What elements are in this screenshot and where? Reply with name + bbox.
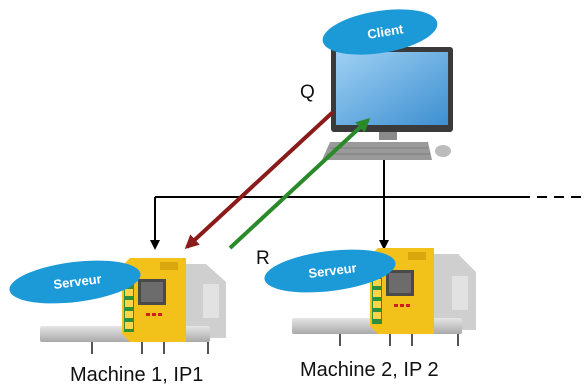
machine1-server-bubble: Serveur xyxy=(9,260,141,304)
client-marker-q: Q xyxy=(300,82,315,103)
machine1-caption: Machine 1, IP1 xyxy=(70,364,203,386)
machine2-housing xyxy=(426,254,476,330)
keyboard xyxy=(322,142,432,160)
client-label: Client xyxy=(366,21,405,42)
monitor-stand xyxy=(379,132,397,140)
response-arrow xyxy=(228,117,371,250)
client-bubble: Client xyxy=(322,9,438,55)
machine2-server-bubble: Serveur xyxy=(264,249,396,293)
connector-lines xyxy=(150,160,584,250)
machine-1 xyxy=(40,258,226,354)
request-arrow xyxy=(184,110,335,250)
monitor-screen xyxy=(336,52,448,125)
machine2-server-label: Serveur xyxy=(308,260,358,281)
machine1-housing xyxy=(178,264,226,338)
machine2-marker-r: R xyxy=(256,248,270,269)
client-computer xyxy=(322,47,453,160)
machine1-server-label: Serveur xyxy=(53,271,103,292)
machine2-caption: Machine 2, IP 2 xyxy=(300,359,439,381)
mouse xyxy=(435,145,451,157)
